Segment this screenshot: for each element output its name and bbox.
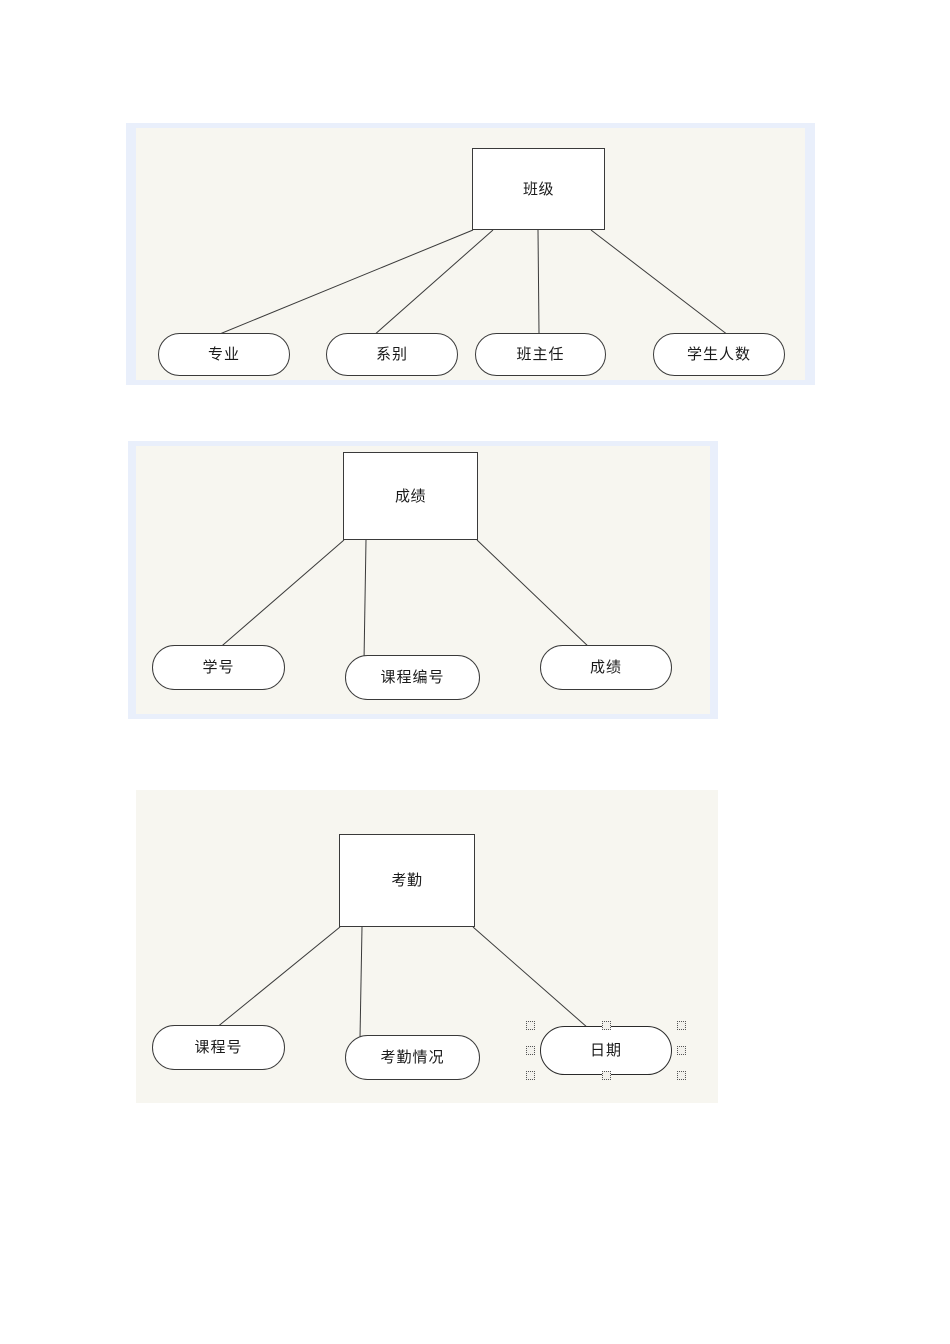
attribute-label: 课程编号 (380, 668, 445, 686)
attribute-label: 学号 (202, 658, 235, 676)
attribute-node-student-count[interactable]: 学生人数 (653, 333, 785, 376)
attribute-node-head-teacher[interactable]: 班主任 (475, 333, 606, 376)
resize-handle-bottom-left[interactable] (526, 1071, 535, 1080)
diagram-canvas-attendance: 考勤 课程号 考勤情况 日期 (136, 790, 718, 1103)
resize-handle-top-right[interactable] (677, 1021, 686, 1030)
connector-lines-attendance (215, 926, 589, 1039)
diagram-panel-class: 班级 专业 系别 班主任 学生人数 (126, 123, 815, 385)
attribute-node-department[interactable]: 系别 (326, 333, 458, 376)
attribute-label: 成绩 (589, 658, 622, 676)
diagram-canvas-class: 班级 专业 系别 班主任 学生人数 (136, 128, 805, 380)
attribute-node-major[interactable]: 专业 (158, 333, 290, 376)
attribute-label: 课程号 (194, 1038, 243, 1056)
attribute-node-score[interactable]: 成绩 (540, 645, 672, 690)
attribute-label: 学生人数 (686, 345, 751, 363)
resize-handle-top-left[interactable] (526, 1021, 535, 1030)
attribute-node-course-number[interactable]: 课程编号 (345, 655, 480, 700)
attribute-label: 班主任 (516, 345, 565, 363)
connector-lines-grade (215, 539, 592, 662)
attribute-label: 专业 (207, 345, 240, 363)
entity-label: 成绩 (394, 486, 426, 505)
attribute-node-course-id[interactable]: 课程号 (152, 1025, 285, 1070)
resize-handle-top-center[interactable] (602, 1021, 611, 1030)
diagram-panel-grade: 成绩 学号 课程编号 成绩 (128, 441, 718, 719)
entity-box-class[interactable]: 班级 (472, 148, 605, 230)
selection-handles-date (526, 1021, 686, 1080)
connector-lines-class (209, 229, 729, 339)
attribute-label: 日期 (589, 1041, 622, 1059)
entity-label: 考勤 (391, 871, 423, 889)
resize-handle-middle-right[interactable] (677, 1046, 686, 1055)
attribute-label: 考勤情况 (380, 1048, 445, 1066)
attribute-node-attendance-status[interactable]: 考勤情况 (345, 1035, 480, 1080)
entity-box-grade[interactable]: 成绩 (343, 452, 478, 540)
diagram-canvas-grade: 成绩 学号 课程编号 成绩 (136, 446, 710, 714)
entity-label: 班级 (522, 179, 554, 198)
resize-handle-bottom-right[interactable] (677, 1071, 686, 1080)
attribute-node-student-id[interactable]: 学号 (152, 645, 285, 690)
diagram-panel-attendance: 考勤 课程号 考勤情况 日期 (136, 790, 718, 1103)
resize-handle-bottom-center[interactable] (602, 1071, 611, 1080)
attribute-label: 系别 (375, 345, 408, 363)
entity-box-attendance[interactable]: 考勤 (339, 834, 475, 927)
resize-handle-middle-left[interactable] (526, 1046, 535, 1055)
